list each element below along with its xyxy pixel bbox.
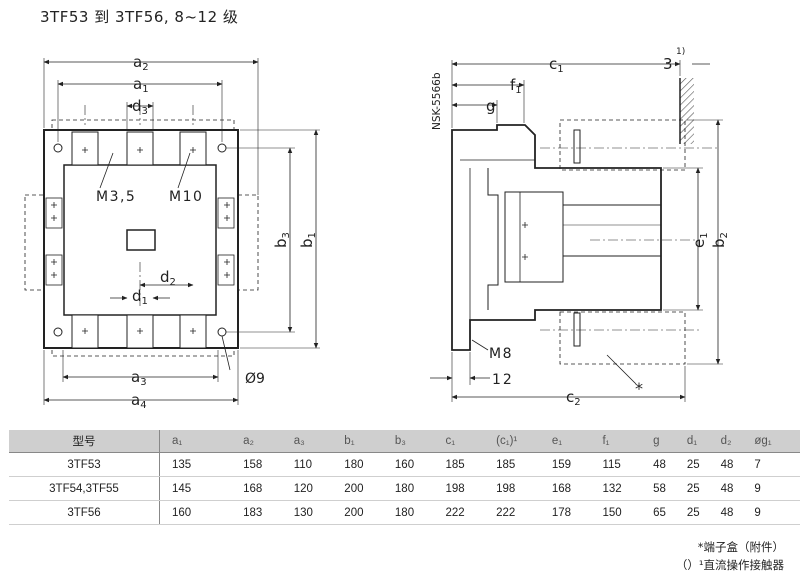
table-cell: 200 [344,476,395,501]
a2-label: a2 [133,53,149,73]
d2-label: d2 [160,268,176,288]
note-1-label: 1) [676,47,685,57]
table-cell: 9 [754,476,800,501]
table-cell: 160 [159,500,244,525]
table-cell: 3TF53 [9,452,160,477]
table-header: a₃ [293,430,345,453]
footnote-dc-contactor: （）¹直流操作接触器 [675,558,784,572]
dim-12-label: 12 [492,372,514,388]
b2-label: b2 [710,232,730,248]
a1-label: a1 [133,75,149,95]
table-cell: 145 [159,476,244,501]
page-title: 3TF53 到 3TF56, 8~12 级 [40,8,239,26]
table-header: b₃ [394,430,446,453]
table-cell: 168 [551,476,603,501]
e1-label: e1 [690,232,710,248]
table-cell: 178 [551,500,603,525]
table-cell: 150 [602,500,654,525]
table-cell: 135 [159,452,244,477]
table-cell: 110 [293,452,345,477]
table-cell: 222 [445,500,497,525]
table-cell: 132 [602,476,654,501]
table-row: 3TF54,3TF55 145 168 120 200 180 198 198 … [9,476,800,501]
table-header: d₁ [686,430,721,453]
table-cell: 48 [720,500,755,525]
table-header: 型号 [9,430,160,453]
a4-label: a4 [131,391,147,411]
table-cell: 3TF56 [9,500,160,525]
table-header: b₁ [344,430,395,453]
table-row: 3TF56 160 183 130 200 180 222 222 178 15… [9,500,800,525]
drawing-number: NSK-5566b [431,72,443,130]
table-header: øg₁ [754,430,800,453]
table-cell: 158 [243,452,294,477]
table-cell: 200 [344,500,395,525]
table-cell: 65 [653,500,687,525]
table-header: c₁ [445,430,497,453]
table-header: a₂ [243,430,294,453]
table-cell: 185 [496,452,552,477]
table-cell: 198 [496,476,552,501]
table-cell: 222 [496,500,552,525]
table-cell: 25 [686,500,721,525]
table-cell: 48 [653,452,687,477]
table-cell: 115 [602,452,654,477]
table-cell: 7 [754,452,800,477]
table-header: a₁ [159,430,244,453]
table-cell: 58 [653,476,687,501]
front-view [24,58,320,405]
table-cell: 180 [394,500,446,525]
table-cell: 130 [293,500,345,525]
m10-label: M10 [169,189,203,205]
table-cell: 3TF54,3TF55 [9,476,160,501]
table-header: g [653,430,687,453]
table-cell: 180 [344,452,395,477]
g-label: g [486,97,496,115]
m35-label: M3,5 [96,189,136,205]
table-cell: 183 [243,500,294,525]
dimension-drawing: a2 a1 d3 M3,5 M10 d2 d1 a3 a4 b3 b1 Ø9 [24,47,730,411]
dimension-table: 型号 a₁ a₂ a₃ b₁ b₃ c₁ (c₁)¹ e₁ f₁ g d₁ d₂… [9,430,800,525]
dim-3-label: 3 [663,55,673,73]
b3-label: b3 [272,232,292,248]
table-cell: 180 [394,476,446,501]
table-header-row: 型号 a₁ a₂ a₃ b₁ b₃ c₁ (c₁)¹ e₁ f₁ g d₁ d₂… [9,430,800,453]
table-header: f₁ [602,430,654,453]
side-view [430,60,723,402]
f1-label: f1 [510,76,522,96]
table-cell: 160 [394,452,446,477]
c2-label: c2 [566,388,581,408]
d1-label: d1 [132,287,148,307]
d3-label: d3 [132,97,148,117]
table-cell: 120 [293,476,345,501]
table-cell: 25 [686,476,721,501]
table-cell: 185 [445,452,497,477]
table-row: 3TF53 135 158 110 180 160 185 185 159 11… [9,452,800,477]
table-cell: 168 [243,476,294,501]
star-label: * [635,379,643,398]
b1-label: b1 [298,232,318,248]
table-cell: 198 [445,476,497,501]
m8-label: M8 [489,346,513,362]
table-header: d₂ [720,430,755,453]
table-cell: 159 [551,452,603,477]
table-cell: 25 [686,452,721,477]
footnote-terminal-box: *端子盒（附件） [697,540,784,554]
o9-label: Ø9 [245,371,265,387]
c1-label: c1 [549,55,564,75]
table-cell: 9 [754,500,800,525]
a3-label: a3 [131,368,147,388]
table-header: (c₁)¹ [496,430,552,453]
table-header: e₁ [551,430,603,453]
table-cell: 48 [720,476,755,501]
table-cell: 48 [720,452,755,477]
